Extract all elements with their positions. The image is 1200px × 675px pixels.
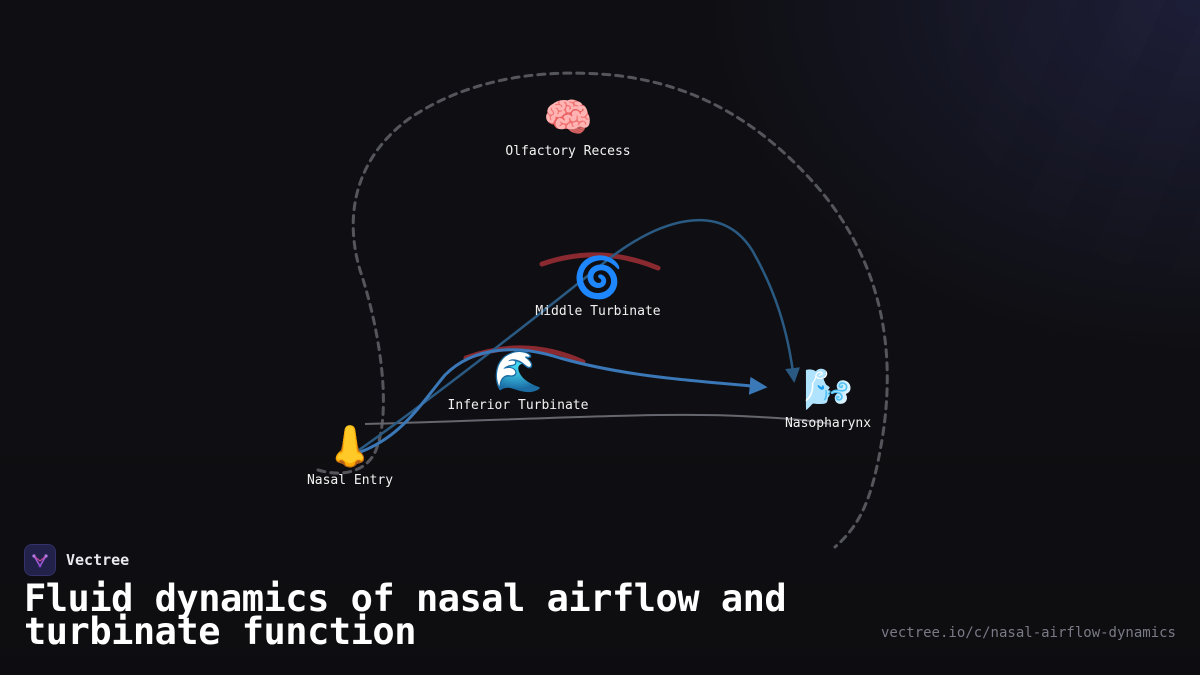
vectree-logo-icon: [24, 544, 56, 576]
upper-flow-path: [351, 218, 801, 457]
cyclone-icon: 🌀: [573, 255, 623, 301]
floor-flow-path: [364, 413, 831, 425]
brain-icon: 🧠: [543, 95, 593, 141]
node-inferior-turbinate[interactable]: 🌊 Inferior Turbinate: [448, 348, 589, 413]
brand-name: Vectree: [66, 551, 130, 569]
node-label: Olfactory Recess: [505, 144, 631, 159]
nasal-cavity-boundary: [316, 71, 889, 549]
node-nasal-entry[interactable]: 👃 Nasal Entry: [307, 423, 393, 488]
node-label: Nasopharynx: [784, 416, 872, 431]
node-label: Nasal Entry: [306, 473, 394, 488]
node-label: Middle Turbinate: [535, 304, 661, 319]
wind-face-icon: 🌬️: [803, 367, 853, 413]
node-label: Inferior Turbinate: [447, 398, 589, 413]
main-flow-path: [351, 348, 768, 457]
source-url[interactable]: vectree.io/c/nasal-airflow-dynamics: [880, 625, 1176, 641]
page-title: Fluid dynamics of nasal airflow and turb…: [24, 577, 787, 653]
node-middle-turbinate[interactable]: 🌀 Middle Turbinate: [535, 254, 660, 319]
node-olfactory-recess[interactable]: 🧠 Olfactory Recess: [505, 94, 630, 159]
brand[interactable]: Vectree: [24, 544, 129, 576]
middle-turbinate-arc: [539, 252, 661, 271]
node-nasopharynx[interactable]: 🌬️ Nasopharynx: [785, 366, 871, 431]
nose-icon: 👃: [325, 424, 375, 470]
wave-icon: 🌊: [493, 349, 543, 395]
